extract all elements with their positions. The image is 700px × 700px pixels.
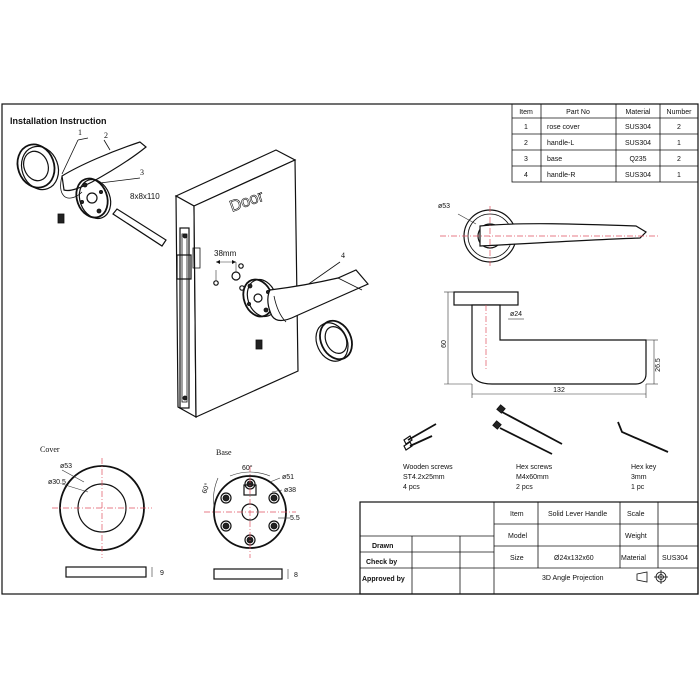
base-angle-side: 60° <box>200 482 211 495</box>
side-view-grip: 26.5 <box>655 358 662 372</box>
rose-cover-left <box>16 143 60 191</box>
parts-header-item: Item <box>519 109 533 116</box>
base-hole-size: 5.5 <box>290 515 300 522</box>
parts-row-2-material: SUS304 <box>625 140 651 147</box>
parts-row-2-number: 1 <box>677 140 681 147</box>
hex-screws-spec: M4x60mm <box>516 474 549 481</box>
wooden-screws-spec: ST4.2x25mm <box>403 474 445 481</box>
side-view-neck-dia: ø24 <box>510 311 522 318</box>
exploded-assembly: 8x8x110 1 2 3 4 <box>16 128 369 419</box>
grub-screw-right <box>255 339 263 350</box>
parts-row-1-item: 1 <box>524 124 528 131</box>
parts-header-material: Material <box>626 109 651 116</box>
cover-outer-dia: ø53 <box>60 463 72 470</box>
parts-row-3-part: base <box>547 156 562 163</box>
parts-row-4-material: SUS304 <box>625 172 651 179</box>
parts-row-1-part: rose cover <box>547 124 580 131</box>
base-bolt-circle: ø38 <box>284 487 296 494</box>
parts-row-3-material: Q235 <box>629 156 646 163</box>
hex-screws-qty: 2 pcs <box>516 484 533 491</box>
base-plate-right <box>242 278 278 318</box>
wooden-screw-icon <box>403 423 437 451</box>
callout-1: 1 <box>78 128 82 137</box>
drawing-frame <box>1 103 699 595</box>
parts-row-3-item: 3 <box>524 156 528 163</box>
parts-row-4-item: 4 <box>524 172 528 179</box>
cover-inner-dia: ø30.5 <box>48 479 66 486</box>
parts-row-3-number: 2 <box>677 156 681 163</box>
tb-size-label: Size <box>510 555 524 562</box>
top-view-rose-dia: ø53 <box>438 203 450 210</box>
tb-projection-label: 3D Angle Projection <box>542 575 604 582</box>
tb-approved-label: Approved by <box>362 576 405 583</box>
tb-item-value: Solid Lever Handle <box>548 511 607 518</box>
base-plate-left <box>75 177 112 220</box>
side-view-length: 132 <box>553 387 565 394</box>
parts-row-1-material: SUS304 <box>625 124 651 131</box>
base-angle-top: 60° <box>242 464 253 472</box>
base-outer-dia: ø51 <box>282 474 294 481</box>
parts-table: Item Part No Material Number 1 rose cove… <box>511 103 699 183</box>
tb-check-label: Check by <box>366 559 397 566</box>
parts-row-2-part: handle-L <box>547 140 574 147</box>
tb-material-label: Material <box>621 555 646 562</box>
drawing-title: Installation Instruction <box>10 116 107 126</box>
handle-side-view: ø24 60 26.5 132 <box>441 291 662 398</box>
tb-size-value: Ø24x132x60 <box>554 555 594 562</box>
cover-side-profile <box>65 566 147 578</box>
cover-thickness: 9 <box>160 570 164 577</box>
hex-key-spec: 3mm <box>631 474 647 481</box>
base-side-profile <box>213 568 283 580</box>
parts-row-1-number: 2 <box>677 124 681 131</box>
handle-right <box>267 269 369 322</box>
cover-view: Cover ø53 ø30.5 9 <box>40 445 164 578</box>
hex-key-name: Hex key <box>631 464 657 471</box>
wooden-screws-qty: 4 pcs <box>403 484 420 491</box>
projection-symbol-icon <box>636 570 668 584</box>
accessories: Wooden screws ST4.2x25mm 4 pcs Hex screw… <box>403 404 669 491</box>
tb-model-label: Model <box>508 533 528 540</box>
title-block: Item Solid Lever Handle Scale Model Weig… <box>359 501 699 595</box>
hex-key-qty: 1 pc <box>631 484 645 491</box>
side-view-height: 60 <box>441 340 448 348</box>
handle-left <box>61 141 147 192</box>
parts-row-4-number: 1 <box>677 172 681 179</box>
cover-label: Cover <box>40 445 60 454</box>
handle-top-view: ø53 <box>438 203 660 266</box>
base-thickness: 8 <box>294 572 298 579</box>
tb-scale-label: Scale <box>627 511 645 518</box>
grub-screw <box>57 213 65 224</box>
callout-4: 4 <box>341 251 345 260</box>
callout-3: 3 <box>140 168 144 177</box>
hex-key-icon <box>617 421 669 453</box>
rose-cover-right <box>315 319 353 362</box>
wooden-screws-name: Wooden screws <box>403 464 453 471</box>
tb-material-value: SUS304 <box>662 555 688 562</box>
tb-weight-label: Weight <box>625 533 647 540</box>
spindle-size-label: 8x8x110 <box>130 192 160 201</box>
parts-row-4-part: handle-R <box>547 172 575 179</box>
backset-label: 38mm <box>214 249 237 258</box>
tb-drawn-label: Drawn <box>372 543 393 550</box>
callout-2: 2 <box>104 131 108 140</box>
hex-screws-name: Hex screws <box>516 464 553 471</box>
parts-header-number: Number <box>667 109 693 116</box>
spindle <box>112 208 167 247</box>
base-label: Base <box>216 448 232 457</box>
tb-item-label: Item <box>510 511 524 518</box>
parts-header-partno: Part No <box>566 109 590 116</box>
base-view: Base 60° 60° ø51 ø38 5.5 8 <box>200 448 300 580</box>
door-slab <box>174 149 299 419</box>
hex-screw-icon <box>492 404 563 455</box>
parts-row-2-item: 2 <box>524 140 528 147</box>
